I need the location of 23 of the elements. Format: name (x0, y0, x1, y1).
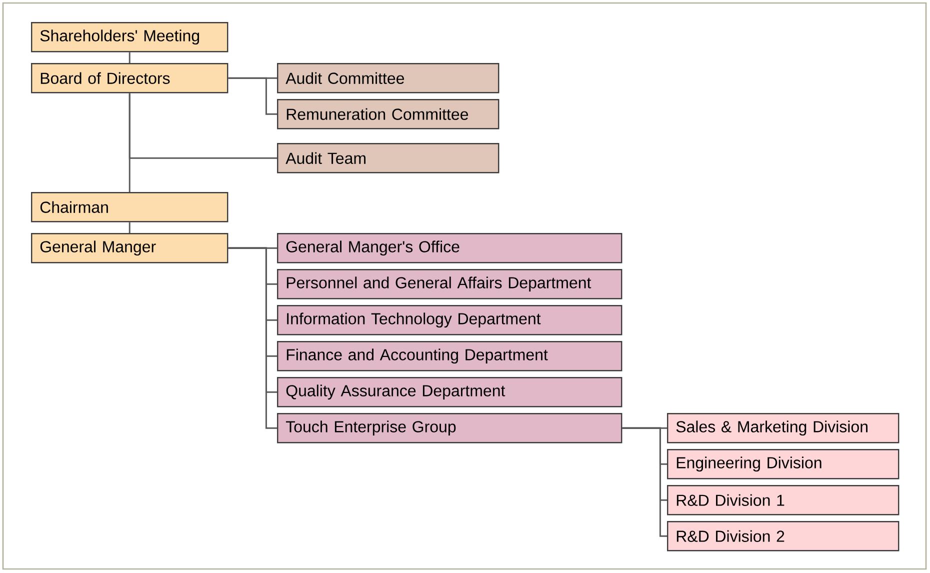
org-box: Chairman (31, 192, 228, 222)
connector-line (128, 93, 130, 192)
org-box: Board of Directors (31, 63, 228, 94)
connector-line (128, 222, 130, 233)
org-box: Engineering Division (667, 449, 900, 480)
org-box: Audit Team (277, 143, 500, 174)
org-box: Quality Assurance Department (277, 376, 622, 408)
org-box: R&D Division 2 (667, 521, 900, 552)
org-box: R&D Division 1 (667, 484, 900, 516)
org-box: Shareholders' Meeting (31, 22, 228, 52)
org-box: Remuneration Committee (277, 99, 500, 130)
org-box: Information Technology Department (277, 305, 622, 336)
org-box: Touch Enterprise Group (277, 413, 622, 444)
org-box: Audit Committee (277, 63, 500, 94)
connector-line (228, 77, 277, 115)
connector-line (622, 427, 667, 537)
org-box: Personnel and General Affairs Department (277, 268, 622, 300)
org-box: General Manger (31, 233, 228, 264)
connector-line (228, 247, 277, 429)
org-box: Sales & Marketing Division (667, 413, 900, 444)
connector-line (128, 52, 130, 63)
org-box: Finance and Accounting Department (277, 341, 622, 372)
org-box: General Manger's Office (277, 233, 622, 264)
